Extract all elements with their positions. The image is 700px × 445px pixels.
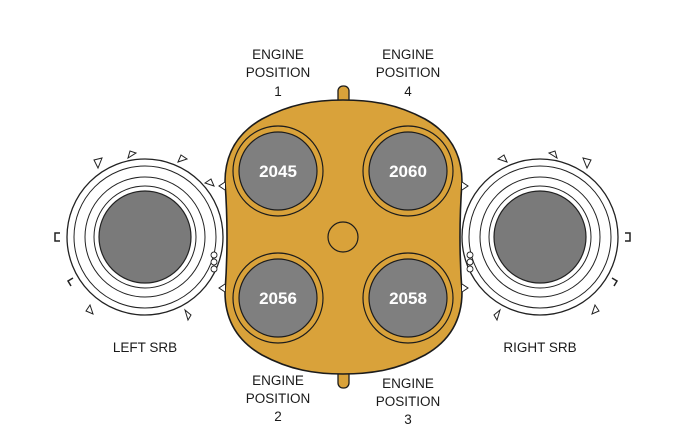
- left-srb-nozzle: [98, 190, 192, 284]
- label-line: POSITION: [376, 394, 441, 409]
- label-line: ENGINE: [382, 376, 434, 391]
- engine-position-1: 2045: [232, 125, 324, 217]
- label-engine-position-4: ENGINE POSITION 4: [376, 47, 441, 99]
- label-engine-position-2: ENGINE POSITION 2: [246, 373, 311, 424]
- label-right-srb: RIGHT SRB: [503, 340, 576, 355]
- label-line: ENGINE: [252, 47, 304, 62]
- core-stage: 2045 2060 2056 2058: [218, 85, 469, 389]
- label-engine-position-1: ENGINE POSITION 1: [246, 47, 311, 99]
- label-line: 3: [404, 412, 412, 427]
- label-line: 4: [404, 84, 412, 99]
- engine-1-serial: 2045: [259, 162, 297, 181]
- right-srb-nozzle: [493, 190, 587, 284]
- engine-3-serial: 2058: [389, 289, 427, 308]
- label-left-srb: LEFT SRB: [113, 340, 177, 355]
- right-srb: [461, 150, 631, 322]
- label-line: 1: [274, 84, 282, 99]
- core-center-port: [327, 221, 359, 253]
- label-engine-position-3: ENGINE POSITION 3: [376, 376, 441, 427]
- label-line: ENGINE: [382, 47, 434, 62]
- label-line: POSITION: [246, 65, 311, 80]
- engine-position-4: 2060: [362, 125, 454, 217]
- engine-position-2: 2056: [232, 252, 324, 344]
- label-line: ENGINE: [252, 373, 304, 388]
- label-line: POSITION: [376, 65, 441, 80]
- left-srb: [54, 150, 224, 322]
- engine-position-3: 2058: [362, 252, 454, 344]
- label-line: POSITION: [246, 391, 311, 406]
- engine-2-serial: 2056: [259, 289, 297, 308]
- label-line: 2: [274, 409, 282, 424]
- engine-4-serial: 2060: [389, 162, 427, 181]
